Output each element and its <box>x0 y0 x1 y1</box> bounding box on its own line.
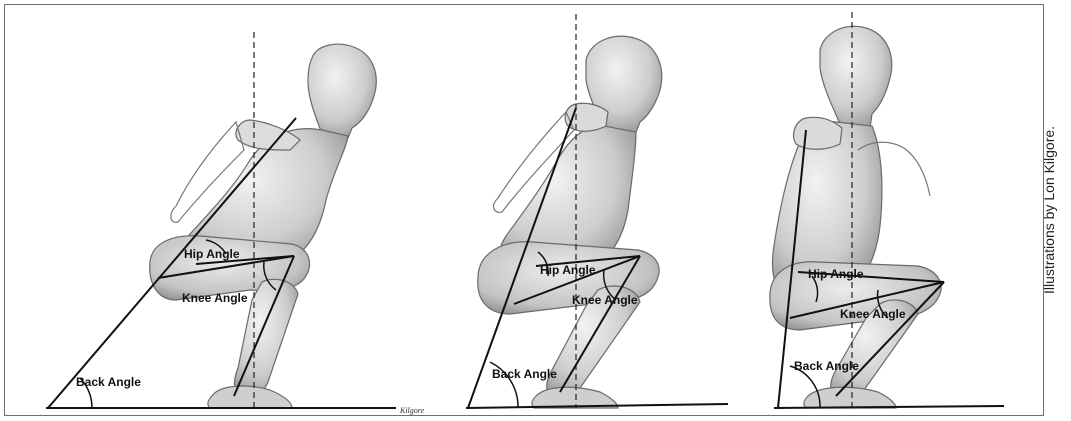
hip-angle-label: Hip Angle <box>184 247 240 261</box>
knee-angle-label: Knee Angle <box>182 291 248 305</box>
knee-angle-label: Knee Angle <box>572 293 638 307</box>
hip-angle-label: Hip Angle <box>808 267 864 281</box>
human-body-1 <box>150 44 377 408</box>
artist-signature: Kilgore <box>399 406 425 415</box>
figure-high-bar-squat: Hip Angle Knee Angle Back Angle <box>466 14 728 408</box>
credit-text: Illustrations by Lon Kilgore. <box>1041 126 1057 294</box>
figure-front-squat: Hip Angle Knee Angle Back Angle <box>770 12 1004 408</box>
back-angle-label: Back Angle <box>492 367 557 381</box>
back-angle-label: Back Angle <box>76 375 141 389</box>
human-body-3 <box>770 26 941 408</box>
knee-angle-label: Knee Angle <box>840 307 906 321</box>
hip-angle-label: Hip Angle <box>540 263 596 277</box>
human-body-2 <box>478 36 662 408</box>
back-angle-label: Back Angle <box>794 359 859 373</box>
figure-low-bar-squat: Hip Angle Knee Angle Back Angle Kilgore <box>46 32 425 415</box>
